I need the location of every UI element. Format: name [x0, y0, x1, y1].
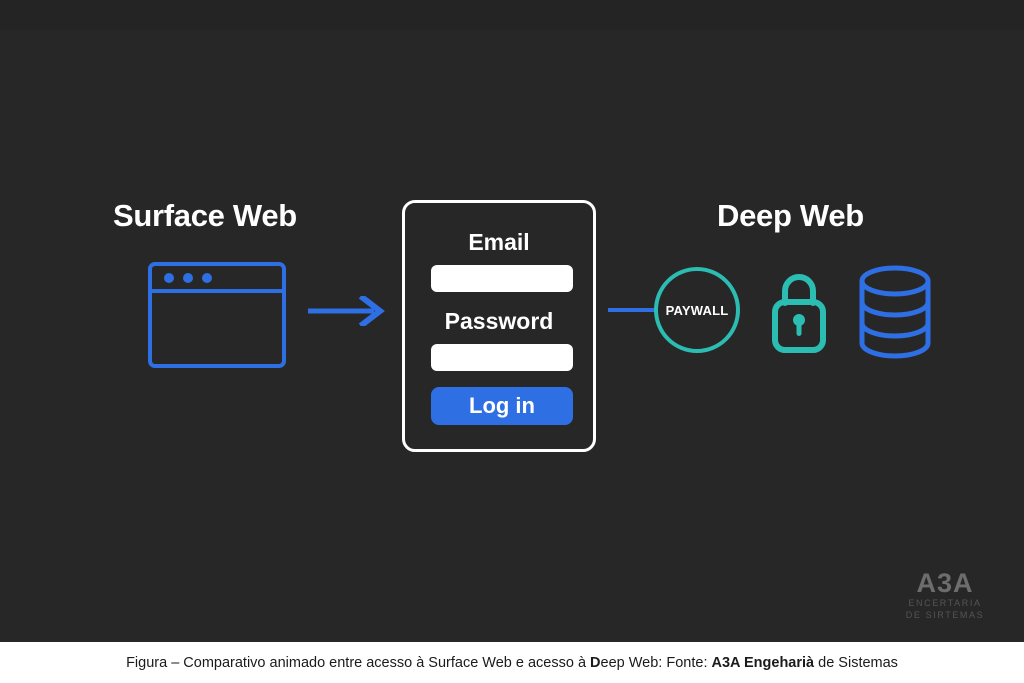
login-card: Email Password Log in [402, 200, 596, 452]
database-icon [858, 264, 932, 360]
padlock-icon [768, 267, 830, 355]
browser-dot-3 [202, 272, 212, 283]
a3a-watermark: A3A ENCERTARIA DE SIRTEMAS [895, 570, 995, 621]
caption-emphasis-2: A3A Engeharià [711, 654, 815, 671]
caption-part-3: de Sistemas [814, 654, 898, 671]
caption-part-1: Figura – Comparativo animado entre acess… [126, 654, 591, 671]
browser-window-icon [148, 262, 286, 368]
figure-caption: Figura – Comparativo animado entre acess… [0, 642, 1024, 683]
password-field[interactable] [431, 344, 573, 371]
paywall-label: PAYWALL [665, 302, 729, 318]
diagram-panel: Surface Web Email Password Log in De [0, 0, 1024, 642]
login-button[interactable]: Log in [431, 387, 573, 425]
email-label: Email [468, 229, 530, 255]
watermark-title: A3A [916, 568, 974, 598]
browser-dot-1 [164, 272, 174, 283]
surface-web-heading: Surface Web [113, 198, 297, 233]
paywall-connector-line [608, 308, 658, 312]
email-field[interactable] [431, 265, 573, 292]
panel-top-strip [0, 0, 1024, 30]
deep-web-heading: Deep Web [717, 198, 864, 233]
browser-title-bar [152, 266, 282, 293]
arrow-right-icon [308, 293, 386, 329]
browser-dot-2 [183, 272, 193, 283]
figure-caption-text: Figura – Comparativo animado entre acess… [126, 655, 898, 671]
caption-emphasis-1: D [590, 654, 601, 671]
password-label: Password [444, 308, 554, 334]
watermark-subtitle-1: ENCERTARIA [908, 598, 982, 608]
caption-part-2: eep Web: Fonte: [600, 654, 712, 671]
watermark-subtitle-2: DE SIRTEMAS [905, 610, 985, 621]
paywall-circle-icon: PAYWALL [654, 267, 740, 353]
